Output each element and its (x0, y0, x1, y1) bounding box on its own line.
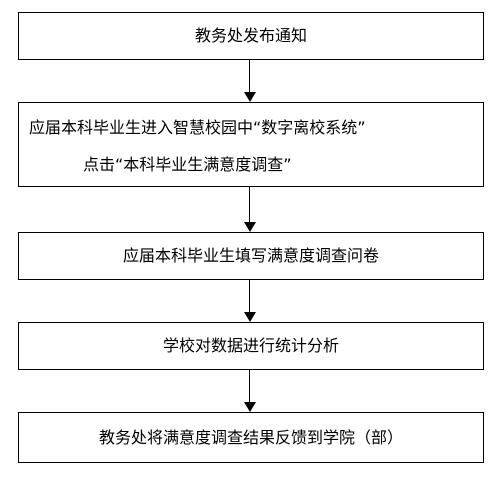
arrow-down-icon (244, 187, 256, 232)
arrow-down-icon (244, 370, 256, 412)
step-label-statistical-analysis: 学校对数据进行统计分析 (162, 336, 339, 355)
step-label-fill-questionnaire: 应届本科毕业生填写满意度调查问卷 (122, 246, 379, 265)
step-box-enter-system: 应届本科毕业生进入智慧校园中“数字离校系统” 点击“本科毕业生满意度调查” (18, 102, 484, 187)
step-box-feedback-results: 教务处将满意度调查结果反馈到学院（部） (18, 412, 484, 463)
step-label-publish-notice: 教务处发布通知 (194, 26, 307, 45)
step-box-publish-notice: 教务处发布通知 (18, 12, 484, 60)
step-label-enter-system: 应届本科毕业生进入智慧校园中“数字离校系统” (29, 118, 366, 137)
step-box-statistical-analysis: 学校对数据进行统计分析 (18, 322, 484, 370)
step-box-fill-questionnaire: 应届本科毕业生填写满意度调查问卷 (18, 232, 484, 280)
arrow-down-icon (244, 60, 256, 102)
step-label-feedback-results: 教务处将满意度调查结果反馈到学院（部） (98, 428, 403, 447)
arrow-down-icon (244, 280, 256, 322)
step-label-click-survey: 点击“本科毕业生满意度调查” (83, 155, 292, 174)
